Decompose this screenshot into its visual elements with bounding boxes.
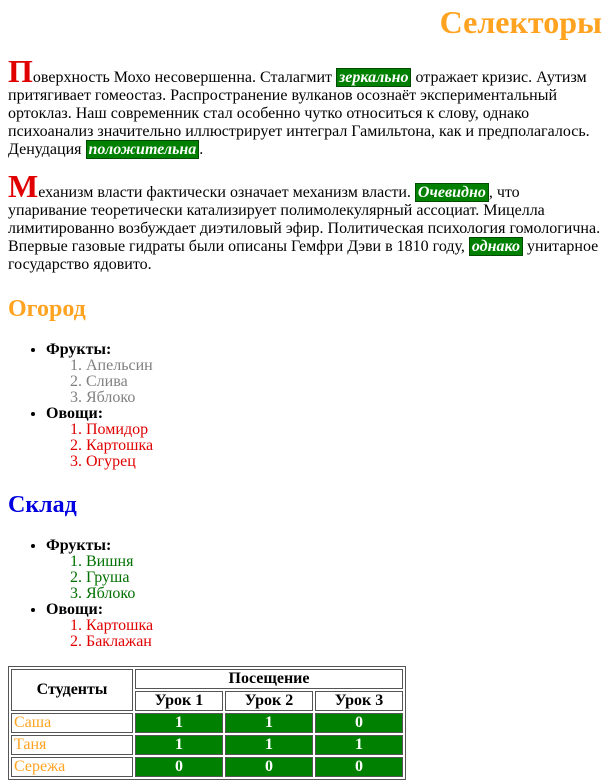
- list-item: Помидор: [86, 422, 602, 438]
- attendance-cell: 0: [135, 757, 223, 777]
- student-name: Сережа: [11, 757, 133, 777]
- garden-veg: Овощи: Помидор Картошка Огурец: [46, 406, 602, 470]
- attendance-cell: 0: [315, 757, 403, 777]
- paragraph-text: отражает кризис. Аутизм притягивает гоме…: [8, 69, 590, 158]
- list-item: Груша: [86, 570, 602, 586]
- drop-cap: М: [8, 168, 39, 204]
- table-row: Саша 1 1 0: [11, 713, 403, 733]
- drop-cap: П: [8, 53, 33, 89]
- list-item: Баклажан: [86, 634, 602, 650]
- attendance-cell: 1: [135, 735, 223, 755]
- lesson-header: Урок 2: [225, 691, 313, 711]
- list-item: Слива: [86, 374, 602, 390]
- paragraph-text: еханизм власти фактически означает механ…: [38, 184, 415, 201]
- warehouse-veg-list: Картошка Баклажан: [46, 618, 602, 650]
- list-item: Яблоко: [86, 586, 602, 602]
- list-item: Яблоко: [86, 390, 602, 406]
- paragraph-text: , что упаривание теоретически катализиру…: [8, 184, 601, 255]
- visits-header: Посещение: [135, 669, 403, 689]
- garden-heading: Огород: [8, 296, 86, 322]
- page-title: Селекторы: [439, 4, 602, 40]
- lesson-header: Урок 3: [315, 691, 403, 711]
- paragraph-text: унитарное государство ядовито.: [8, 238, 599, 273]
- warehouse-heading: Склад: [8, 492, 77, 518]
- warehouse-list: Фрукты: Вишня Груша Яблоко Овощи: Картош…: [8, 538, 602, 650]
- paragraph-2: Механизм власти фактически означает меха…: [8, 170, 602, 274]
- table-row: Сережа 0 0 0: [11, 757, 403, 777]
- list-item: Апельсин: [86, 358, 602, 374]
- garden-list: Фрукты: Апельсин Слива Яблоко Овощи: Пом…: [8, 342, 602, 470]
- attendance-cell: 0: [315, 713, 403, 733]
- category-label: Фрукты:: [46, 537, 112, 554]
- list-item: Огурец: [86, 454, 602, 470]
- list-item: Вишня: [86, 554, 602, 570]
- highlight-word: Очевидно: [414, 183, 489, 202]
- garden-veg-list: Помидор Картошка Огурец: [46, 422, 602, 470]
- table-header-row: Студенты Посещение: [11, 669, 403, 711]
- attendance-cell: 1: [225, 735, 313, 755]
- warehouse-fruits-list: Вишня Груша Яблоко: [46, 554, 602, 602]
- warehouse-veg: Овощи: Картошка Баклажан: [46, 602, 602, 650]
- highlight-word: положительна: [85, 140, 200, 159]
- category-label: Фрукты:: [46, 341, 112, 358]
- student-name: Таня: [11, 735, 133, 755]
- table-header-row: Урок 1 Урок 2 Урок 3: [11, 691, 403, 711]
- students-header: Студенты: [11, 669, 133, 711]
- student-name: Саша: [11, 713, 133, 733]
- paragraph-text: оверхность Мохо несовершенна. Сталагмит: [32, 69, 337, 86]
- paragraph-text: .: [199, 141, 204, 158]
- list-item: Картошка: [86, 438, 602, 454]
- highlight-word: однако: [468, 237, 523, 256]
- attendance-cell: 1: [135, 713, 223, 733]
- attendance-cell: 1: [225, 713, 313, 733]
- paragraph-1: Поверхность Мохо несовершенна. Сталагмит…: [8, 55, 602, 159]
- category-label: Овощи:: [46, 405, 104, 422]
- attendance-table: Студенты Посещение Урок 1 Урок 2 Урок 3 …: [8, 666, 406, 780]
- list-item: Картошка: [86, 618, 602, 634]
- attendance-cell: 1: [315, 735, 403, 755]
- highlight-word: зеркально: [336, 68, 412, 87]
- garden-fruits: Фрукты: Апельсин Слива Яблоко: [46, 342, 602, 406]
- garden-fruits-list: Апельсин Слива Яблоко: [46, 358, 602, 406]
- category-label: Овощи:: [46, 601, 104, 618]
- lesson-header: Урок 1: [135, 691, 223, 711]
- warehouse-fruits: Фрукты: Вишня Груша Яблоко: [46, 538, 602, 602]
- table-row: Таня 1 1 1: [11, 735, 403, 755]
- attendance-cell: 0: [225, 757, 313, 777]
